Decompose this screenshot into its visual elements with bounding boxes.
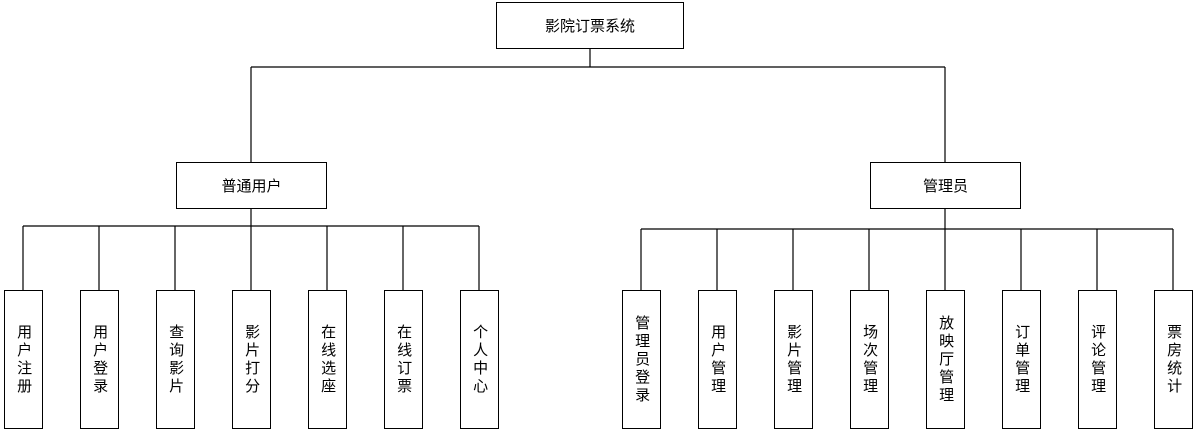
leaf-node: 放映厅管理	[926, 290, 965, 429]
leaf-node-label: 查询影片	[167, 323, 186, 396]
leaf-node-label: 影片打分	[243, 323, 262, 396]
branch-node-label: 管理员	[922, 177, 968, 195]
leaf-node-label: 票房统计	[1165, 323, 1184, 396]
leaf-node: 管理员登录	[622, 290, 661, 429]
leaf-node: 影片打分	[232, 290, 271, 429]
leaf-node-label: 场次管理	[861, 323, 880, 396]
leaf-node: 在线选座	[308, 290, 347, 429]
leaf-node-label: 放映厅管理	[937, 314, 956, 405]
leaf-node: 用户登录	[80, 290, 119, 429]
leaf-node-label: 在线订票	[395, 323, 414, 396]
branch-node-label: 普通用户	[221, 177, 282, 195]
leaf-node: 订单管理	[1002, 290, 1041, 429]
leaf-node-label: 管理员登录	[633, 314, 652, 405]
leaf-node: 影片管理	[774, 290, 813, 429]
leaf-node: 票房统计	[1154, 290, 1193, 429]
root-node-label: 影院订票系统	[544, 17, 635, 35]
leaf-node-label: 评论管理	[1089, 323, 1108, 396]
leaf-node-label: 个人中心	[471, 323, 490, 396]
leaf-node: 用户注册	[4, 290, 43, 429]
leaf-node-label: 用户登录	[91, 323, 110, 396]
leaf-node: 在线订票	[384, 290, 423, 429]
leaf-node: 评论管理	[1078, 290, 1117, 429]
root-node: 影院订票系统	[496, 2, 684, 49]
leaf-node-label: 用户管理	[709, 323, 728, 396]
leaf-node-label: 订单管理	[1013, 323, 1032, 396]
leaf-node-label: 用户注册	[15, 323, 34, 396]
branch-node-regular-user: 普通用户	[176, 162, 327, 209]
leaf-node-label: 影片管理	[785, 323, 804, 396]
branch-node-admin: 管理员	[870, 162, 1021, 209]
leaf-node-label: 在线选座	[319, 323, 338, 396]
leaf-node: 查询影片	[156, 290, 195, 429]
leaf-node: 个人中心	[460, 290, 499, 429]
leaf-node: 用户管理	[698, 290, 737, 429]
leaf-node: 场次管理	[850, 290, 889, 429]
